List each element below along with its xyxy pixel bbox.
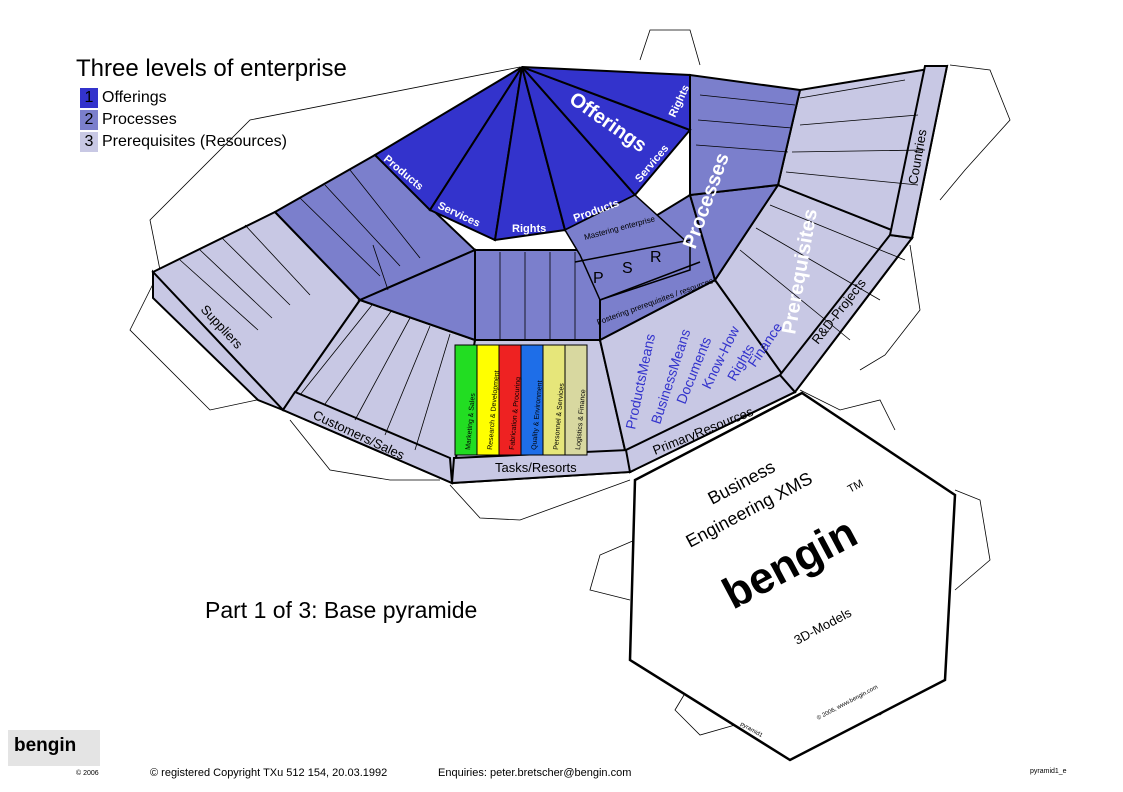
center-block: [563, 194, 701, 301]
bengin-logo: bengin: [14, 735, 77, 756]
hexagon-face: [628, 391, 957, 762]
legend-swatch-processes: 2: [80, 110, 98, 130]
footer-copyright: © registered Copyright TXu 512 154, 20.0…: [150, 767, 388, 779]
task-label-marketing: Marketing & Sales: [465, 392, 477, 450]
footer-enquiries: Enquiries: peter.bretscher@bengin.com: [438, 767, 632, 779]
task-logistics: [564, 344, 588, 456]
logo-small: © 2006: [76, 770, 99, 777]
logo-box: [8, 730, 100, 766]
legend-label-prerequisites: Prerequisites (Resources): [102, 133, 287, 150]
footer-code: pyramid1_e: [1030, 768, 1067, 775]
legend-title: Three levels of enterprise: [76, 55, 347, 82]
suppliers-strip: [152, 269, 284, 411]
processes-ring: [273, 73, 802, 342]
legend-label-offerings: Offerings: [102, 89, 167, 106]
glue-tabs: [129, 29, 1011, 736]
tasks-columns: [454, 344, 588, 456]
label-r: R: [650, 249, 662, 266]
legend-swatch-prerequisites: 3: [80, 132, 98, 152]
countries-strip: [888, 65, 949, 240]
prerequisites-ring: [151, 64, 949, 485]
legend-item-prerequisites: 3 Prerequisites (Resources): [80, 132, 287, 152]
legend-item-processes: 2 Processes: [80, 110, 177, 130]
customers-strip: [281, 390, 454, 485]
label-s: S: [622, 260, 633, 277]
legend-item-offerings: 1 Offerings: [80, 88, 167, 108]
label-rights-mid: Rights: [512, 223, 546, 235]
part-title: Part 1 of 3: Base pyramide: [205, 597, 478, 623]
legend-swatch-offerings: 1: [80, 88, 98, 108]
label-p: P: [593, 270, 604, 287]
offerings-fan: [373, 66, 692, 242]
label-tasks-resorts: Tasks/Resorts: [495, 460, 577, 475]
legend-label-processes: Processes: [102, 111, 177, 128]
